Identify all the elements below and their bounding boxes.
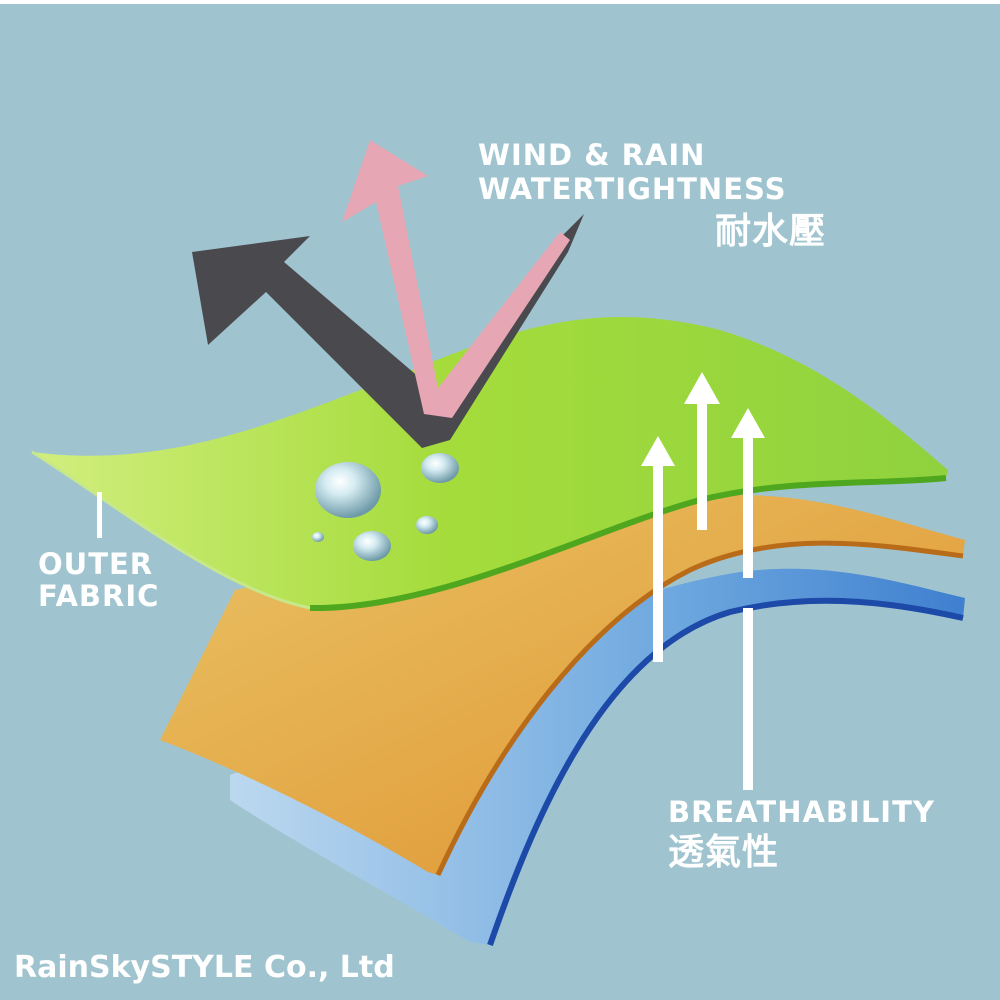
rain-arrow-icon xyxy=(342,140,570,418)
water-droplet-icon xyxy=(353,531,391,561)
outer-layer xyxy=(31,317,948,612)
wind-arrow-icon xyxy=(192,214,584,448)
breathability-arrow-icon xyxy=(731,408,765,790)
water-droplet-icon xyxy=(315,462,381,518)
breathability-arrow-icon xyxy=(641,436,675,662)
outer-fabric-label-line1: OUTER xyxy=(38,547,154,581)
outer-fabric-label-line2: FABRIC xyxy=(38,579,160,613)
watertightness-title-line2: WATERTIGHTNESS xyxy=(478,172,787,206)
breathability-label: BREATHABILITY xyxy=(668,795,935,829)
breathability-arrows xyxy=(641,372,765,790)
water-droplet-icon xyxy=(312,532,324,542)
water-droplet-icon xyxy=(421,453,459,483)
watertightness-cjk-label: 耐水壓 xyxy=(715,211,827,252)
brand-watermark: RainSkySTYLE Co., Ltd xyxy=(14,950,395,985)
breathability-arrow-icon xyxy=(684,372,720,530)
top-border xyxy=(0,0,1000,4)
outer-fabric-leader-line xyxy=(97,492,102,538)
water-droplet-icon xyxy=(416,516,438,534)
water-droplets xyxy=(312,453,459,561)
watertightness-title-line1: WIND & RAIN xyxy=(478,138,706,172)
breathability-cjk-label: 透氣性 xyxy=(668,832,780,873)
